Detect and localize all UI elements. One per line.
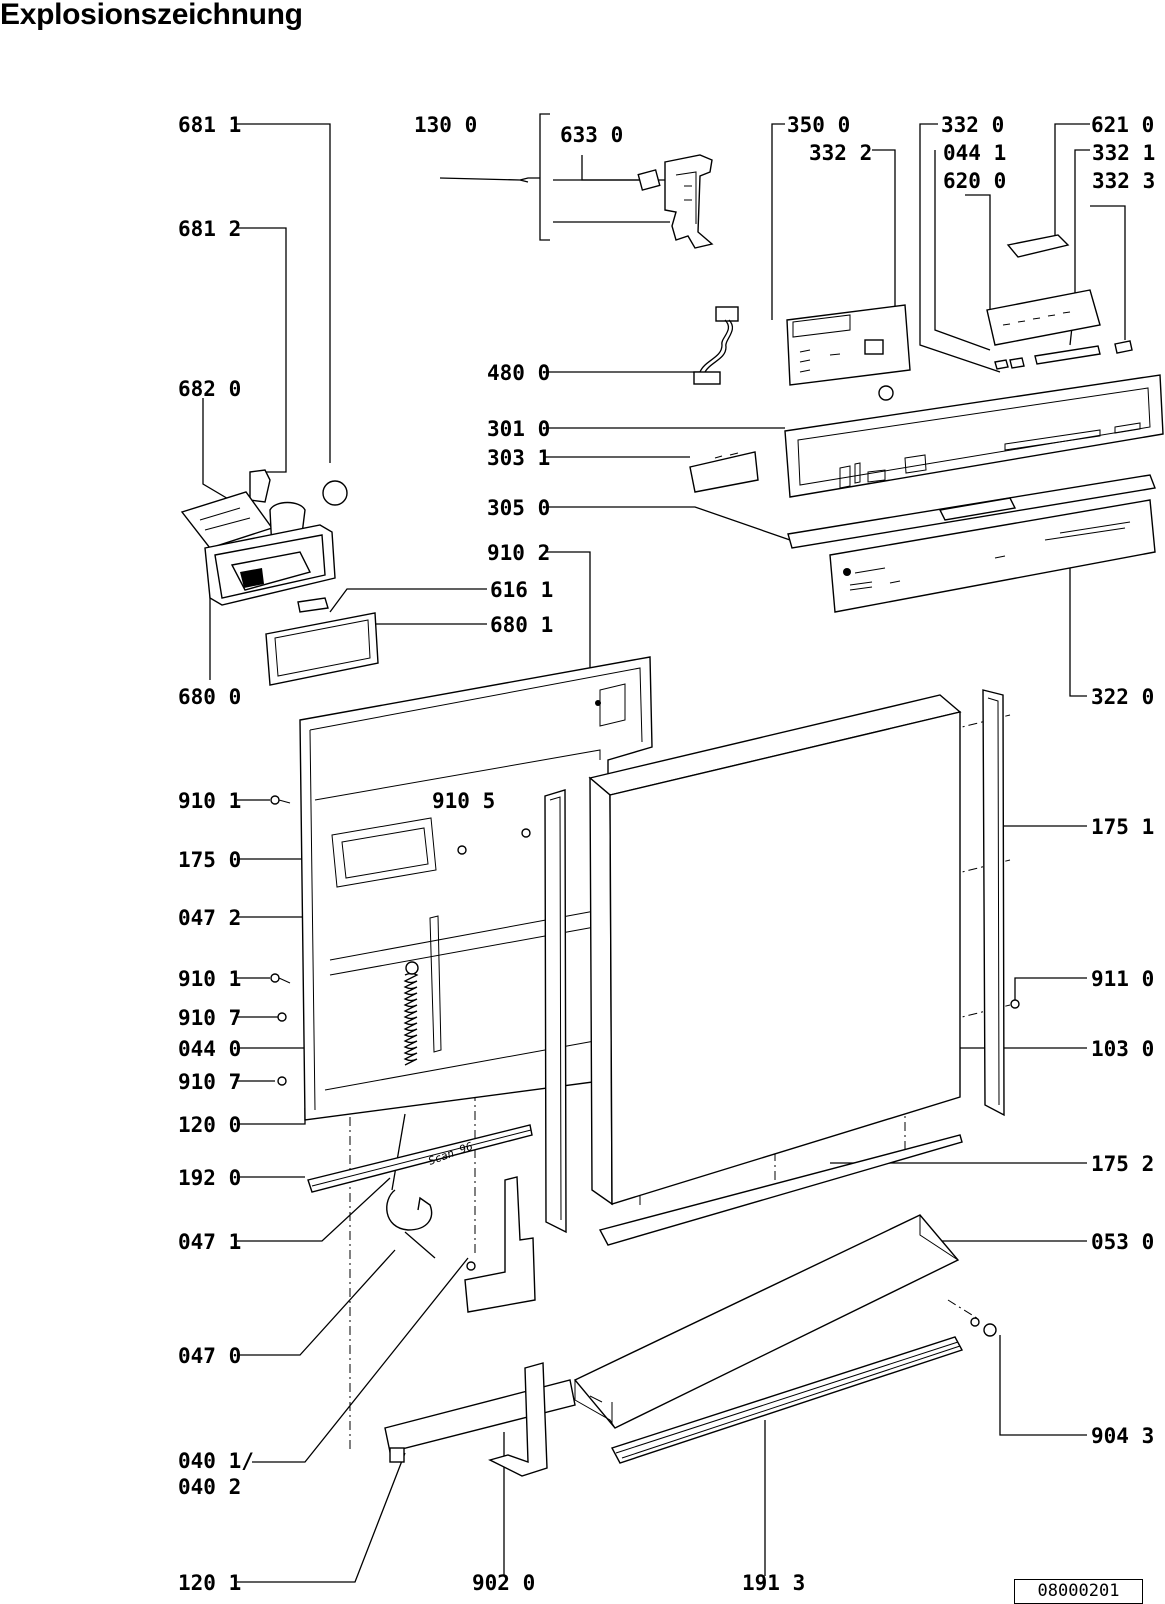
callout-902-0: 902 0 [472,1571,535,1595]
callout-047-1: 047 1 [178,1230,241,1254]
callout-332-3: 332 3 [1092,169,1155,193]
wiring-harness [693,306,739,385]
callout-044-0: 044 0 [178,1037,241,1061]
screw-icon [983,1323,997,1337]
callout-040-1: 040 1/ [178,1449,254,1473]
callout-911-0: 911 0 [1091,967,1154,991]
callout-910-7b: 910 7 [178,1070,241,1094]
control-fascia [829,499,1156,613]
callout-480-0: 480 0 [487,361,550,385]
callout-120-1: 120 1 [178,1571,241,1595]
callout-910-1a: 910 1 [178,789,241,813]
callout-130-0: 130 0 [414,113,477,137]
page-title: Explosionszeichnung [0,0,303,31]
drawing-reference-number: 08000201 [1014,1579,1143,1604]
callout-053-0: 053 0 [1091,1230,1154,1254]
callout-175-2: 175 2 [1091,1152,1154,1176]
callout-175-1: 175 1 [1091,815,1154,839]
callout-047-2: 047 2 [178,906,241,930]
outer-door-panel [588,694,962,1206]
side-trim-right [982,689,1005,1117]
callout-621-0: 621 0 [1091,113,1154,137]
callout-322-0: 322 0 [1091,685,1154,709]
callout-910-7a: 910 7 [178,1006,241,1030]
callout-332-2: 332 2 [809,141,872,165]
callout-904-3: 904 3 [1091,1424,1154,1448]
hinge-bracket [464,1176,536,1313]
callout-680-0: 680 0 [178,685,241,709]
callout-620-0: 620 0 [943,169,1006,193]
callout-192-0: 192 0 [178,1166,241,1190]
callout-633-0: 633 0 [560,123,623,147]
callout-910-2: 910 2 [487,541,550,565]
callout-191-3: 191 3 [742,1571,805,1595]
callout-332-0: 332 0 [941,113,1004,137]
screw-icon [457,845,467,855]
callout-332-1: 332 1 [1092,141,1155,165]
control-panel-frame [689,374,1164,549]
callout-175-0: 175 0 [178,848,241,872]
detergent-dispenser [180,469,379,686]
door-lock-assembly [637,154,714,249]
fasteners [270,795,1020,1337]
control-board [786,304,911,401]
screw-icon [521,828,531,838]
scan-stamp: Scan 96 [427,1140,475,1168]
toe-kick-plate [573,1214,960,1429]
callout-682-0: 682 0 [178,377,241,401]
callout-303-1: 303 1 [487,446,550,470]
callout-910-1b: 910 1 [178,967,241,991]
side-trim-left [544,789,567,1234]
screw-icon [270,795,291,805]
screw-icon [970,1317,980,1327]
button-board [986,234,1133,370]
bottom-strip-192 [307,1124,533,1193]
callout-350-0: 350 0 [787,113,850,137]
callout-301-0: 301 0 [487,417,550,441]
callout-681-1: 681 1 [178,113,241,137]
callout-616-1: 616 1 [490,578,553,602]
callout-910-5: 910 5 [432,789,495,813]
callout-labels: 681 1 130 0 633 0 350 0 332 0 621 0 332 … [178,113,1155,1595]
bottom-trim-175-2 [598,1134,963,1246]
callout-047-0: 047 0 [178,1344,241,1368]
callout-040-2: 040 2 [178,1475,241,1499]
callout-680-1: 680 1 [490,613,553,637]
callout-044-1: 044 1 [943,141,1006,165]
screw-icon [277,1076,287,1086]
bottom-seal-191 [610,1336,964,1464]
callout-681-2: 681 2 [178,217,241,241]
door-spring [386,961,436,1259]
callout-305-0: 305 0 [487,496,550,520]
callout-120-0: 120 0 [178,1113,241,1137]
door-hinge-902 [488,1362,548,1477]
screw-icon [277,1012,287,1022]
callout-103-0: 103 0 [1091,1037,1154,1061]
screw-icon [270,973,291,984]
screw-icon [1010,999,1020,1009]
